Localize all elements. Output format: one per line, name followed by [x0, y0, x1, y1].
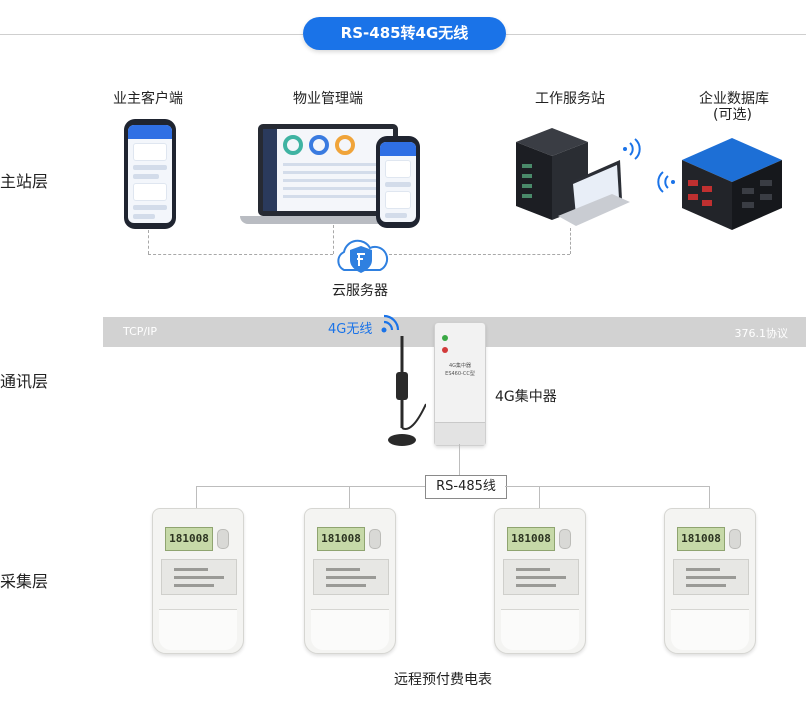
- bus-drop-meter-2: [349, 486, 350, 508]
- concentrator-face-title: 4G集中器: [448, 363, 472, 369]
- meter-icon: 181008: [494, 508, 586, 654]
- smartphone-icon: [124, 119, 176, 229]
- link-left-horizontal: [148, 254, 333, 255]
- meter-icon: 181008: [304, 508, 396, 654]
- layer-label-master: 主站层: [0, 172, 49, 191]
- layer-label-comm: 通讯层: [0, 372, 49, 391]
- meter-display: 181008: [507, 527, 555, 551]
- workstation-label: 工作服务站: [535, 91, 605, 107]
- meters-label: 远程预付费电表: [394, 672, 492, 688]
- meter-icon: 181008: [152, 508, 244, 654]
- meter-icon: 181008: [664, 508, 756, 654]
- bus-drop-meter-3: [539, 486, 540, 508]
- layer-label-collect: 采集层: [0, 572, 49, 591]
- wireless-label: 4G无线: [328, 322, 373, 337]
- link-property-down: [333, 225, 334, 254]
- laptop-icon: [258, 124, 398, 216]
- smartphone-icon: [376, 136, 420, 228]
- antenna-icon: [388, 336, 426, 446]
- database-label: 企业数据库: [699, 91, 769, 107]
- rs485-label-box: RS-485线: [425, 475, 507, 499]
- status-led: [442, 335, 448, 341]
- bus-drop-meter-1: [196, 486, 197, 508]
- top-divider-right: [506, 34, 806, 35]
- wifi-icon: [623, 138, 641, 160]
- property-client-label: 物业管理端: [293, 91, 363, 107]
- link-workstation-down: [570, 228, 571, 254]
- server-icon: [516, 128, 630, 226]
- link-right-horizontal: [389, 254, 570, 255]
- bus-drop-concentrator: [459, 444, 460, 475]
- wifi-icon: [381, 314, 400, 333]
- concentrator-label: 4G集中器: [495, 389, 557, 405]
- meter-display: 181008: [677, 527, 725, 551]
- band-left-label: TCP/IP: [123, 325, 157, 338]
- laptop-base: [240, 216, 418, 224]
- meter-display: 181008: [317, 527, 365, 551]
- database-optional-label: (可选): [713, 107, 752, 123]
- status-led: [442, 347, 448, 353]
- band-right-label: 376.1协议: [734, 327, 789, 340]
- database-icon: [682, 138, 782, 230]
- owner-client-label: 业主客户端: [113, 91, 183, 107]
- link-owner-down: [148, 230, 149, 254]
- diagram-title: RS-485转4G无线: [303, 17, 506, 50]
- wifi-icon: [657, 171, 675, 193]
- bus-line-right: [505, 486, 710, 487]
- concentrator-device: 4G集中器 ES460-CC型: [434, 322, 486, 446]
- top-divider-left: [0, 34, 303, 35]
- bus-line-left: [196, 486, 425, 487]
- cloud-shield-icon: [337, 239, 389, 273]
- meter-display: 181008: [165, 527, 213, 551]
- concentrator-face-model: ES460-CC型: [445, 371, 475, 377]
- bus-drop-meter-4: [709, 486, 710, 508]
- cloud-label: 云服务器: [332, 283, 388, 299]
